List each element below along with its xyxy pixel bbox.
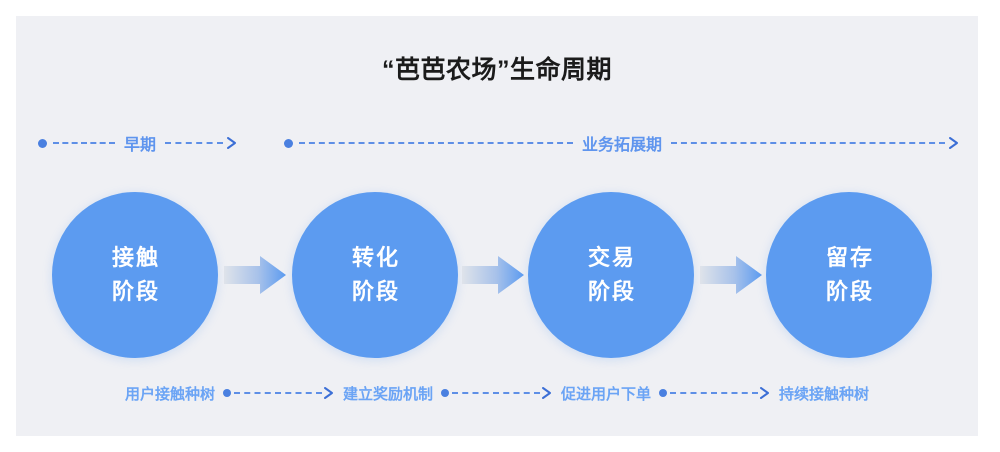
timeline-start-dot-icon: [284, 138, 293, 148]
step-connector: [441, 386, 553, 400]
stage-label-line2: 阶段: [825, 279, 874, 304]
diagram-canvas: “芭芭农场”生命周期 早期 业务拓展期 接触 阶段: [16, 16, 978, 436]
phase-track-expansion: 业务拓展期: [284, 126, 960, 160]
step-label-reward: 建立奖励机制: [342, 385, 433, 403]
stage-label-line1: 转化: [351, 244, 400, 270]
chevron-right-icon: [226, 136, 238, 150]
dashed-line-icon: [671, 142, 946, 144]
stage-circle-retention[interactable]: 留存 阶段: [766, 192, 932, 358]
timeline-start-dot-icon: [38, 138, 47, 148]
stage-arrow-icon: [700, 254, 762, 296]
phase-track-early: 早期: [38, 126, 238, 160]
stage-label-line2: 阶段: [587, 279, 636, 304]
dashed-line-icon: [53, 142, 115, 144]
step-dot-icon: [222, 389, 231, 397]
stage-label-line2: 阶段: [351, 279, 400, 304]
stage-label-line1: 接触: [111, 244, 160, 270]
step-dot-icon: [659, 389, 668, 397]
stage-label-line1: 留存: [825, 244, 874, 270]
stage-label-line1: 交易: [587, 244, 636, 270]
stage-circle-contact[interactable]: 接触 阶段: [52, 192, 218, 358]
page-title: “芭芭农场”生命周期: [381, 56, 612, 84]
dashed-line-icon: [233, 392, 322, 394]
dashed-line-icon: [299, 142, 573, 144]
chevron-right-icon: [948, 136, 960, 150]
chevron-right-icon: [541, 386, 553, 400]
step-connector: [222, 386, 335, 400]
phase-label-early: 早期: [124, 137, 157, 154]
stage-circle-conversion[interactable]: 转化 阶段: [292, 192, 458, 358]
stage-circles-row: 接触 阶段 转化 阶段: [16, 192, 978, 362]
step-dot-icon: [441, 389, 449, 397]
stage-arrow-icon: [462, 254, 524, 296]
stage-arrow-icon: [224, 254, 286, 296]
stage-circle-transaction[interactable]: 交易 阶段: [528, 192, 694, 358]
step-connector: [659, 386, 771, 400]
step-label-retention: 持续接触种树: [779, 385, 870, 403]
dashed-line-icon: [670, 392, 759, 394]
chevron-right-icon: [323, 386, 335, 400]
dashed-line-icon: [452, 392, 540, 394]
chevron-right-icon: [759, 386, 771, 400]
phase-label-expansion: 业务拓展期: [582, 137, 663, 154]
step-label-order: 促进用户下单: [561, 385, 652, 403]
phase-timeline: 早期 业务拓展期: [16, 126, 978, 160]
step-flow-row: 用户接触种树 建立奖励机制 促进用户下单 持续接触种树: [16, 378, 978, 408]
dashed-line-icon: [165, 142, 223, 144]
step-label-contact: 用户接触种树: [124, 385, 215, 403]
stage-label-line2: 阶段: [111, 279, 160, 304]
